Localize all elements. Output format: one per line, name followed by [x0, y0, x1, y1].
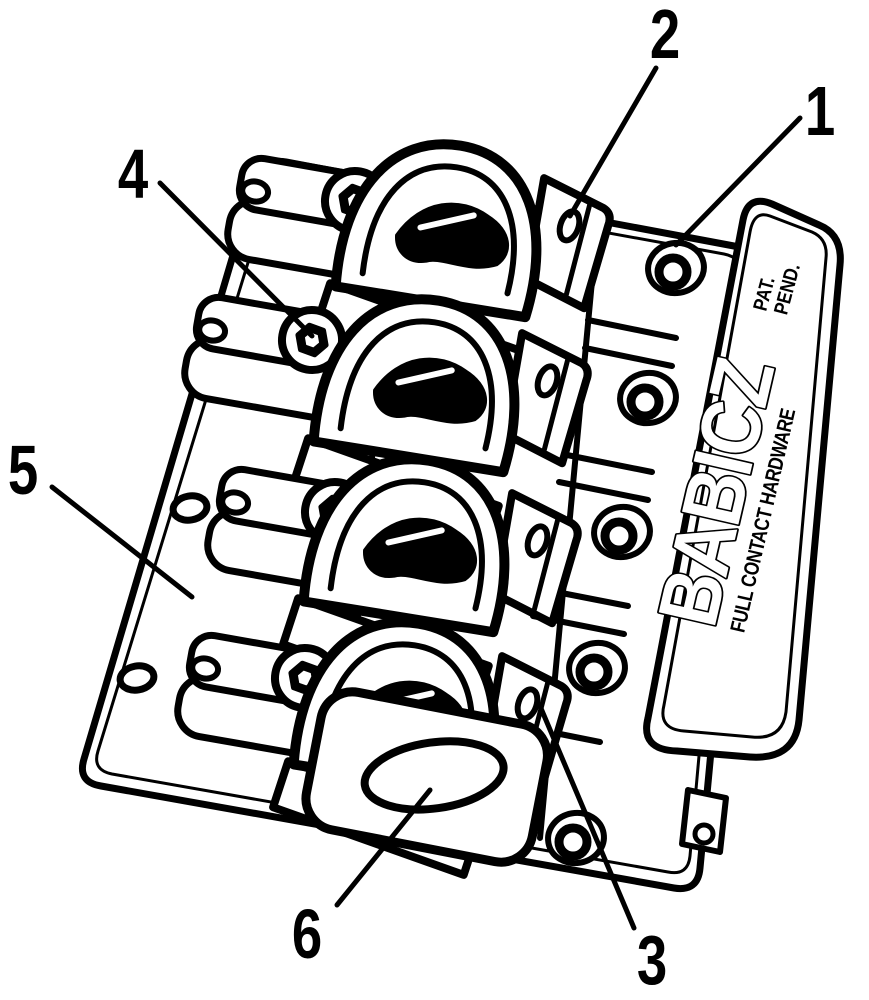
- callout-leader-1: [673, 115, 803, 248]
- callout-leader-4: [157, 180, 315, 339]
- string-through-hole: [360, 737, 508, 814]
- callout-leader-5: [49, 484, 195, 600]
- saddle-assembly-4: [267, 603, 576, 888]
- callout-label-6: 6: [292, 896, 322, 974]
- plate-slot-hole: [118, 663, 156, 693]
- plate-corner-tab-hole: [692, 822, 716, 846]
- callout-leader-3: [537, 703, 637, 931]
- callout-label-3: 3: [637, 922, 667, 1000]
- diagram-root: BABICZ FULL CONTACT HARDWARE PAT. PEND.: [8, 0, 844, 1000]
- side-rail-inner-edge: [661, 213, 828, 739]
- callout-label-5: 5: [8, 432, 38, 510]
- callout-leader-2: [567, 65, 659, 219]
- callout-label-2: 2: [650, 0, 680, 74]
- callout-label-4: 4: [118, 136, 148, 214]
- callout-labels: 1 2 3 4 5 6: [8, 0, 835, 1000]
- callout-leader-6: [334, 787, 433, 908]
- side-rail: [643, 197, 844, 761]
- plate-slot-hole: [171, 493, 209, 523]
- callout-label-1: 1: [805, 73, 835, 151]
- callout-leaders: [49, 65, 803, 931]
